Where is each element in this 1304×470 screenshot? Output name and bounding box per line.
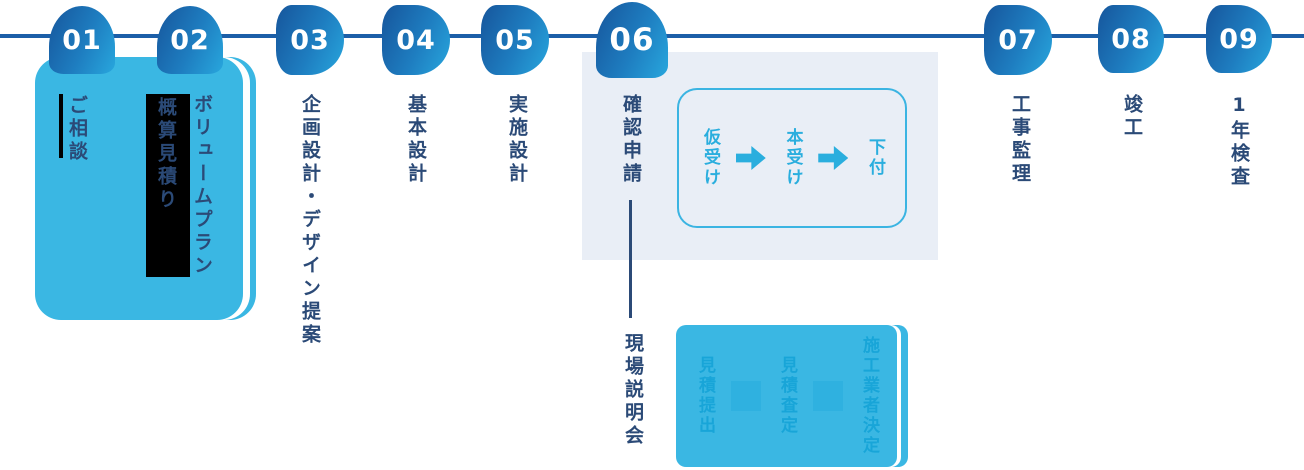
step-label-09: 1年検査 xyxy=(1228,94,1250,189)
black-patch xyxy=(59,94,63,158)
arrow-right-icon xyxy=(818,146,849,170)
step-label-08: 竣工 xyxy=(1121,94,1143,140)
step-badge-05: 05 xyxy=(481,5,549,75)
flow-item-kafu: 下付 xyxy=(865,138,885,178)
step-badge-08: 08 xyxy=(1098,5,1164,73)
approval-flow-box: 仮受け 本受け 下付 xyxy=(677,88,907,228)
bid-flow-box: 見積提出 見積査定 施工業者決定 xyxy=(676,325,908,467)
step-number: 02 xyxy=(170,24,210,56)
flow-item-karauke: 仮受け xyxy=(700,128,720,188)
step-label-01: ご相談 xyxy=(66,95,88,164)
arrow-placeholder-icon xyxy=(812,381,843,411)
highlight-box-face xyxy=(35,57,243,320)
step-number: 03 xyxy=(290,24,330,56)
step-badge-04: 04 xyxy=(382,5,450,75)
step-badge-03: 03 xyxy=(276,5,344,75)
arrow-right-icon xyxy=(735,146,766,170)
step-badge-06: 06 xyxy=(596,2,668,78)
step-number: 06 xyxy=(609,22,655,58)
step-label-02-secondary: 概算見積り xyxy=(155,97,177,212)
step-number: 05 xyxy=(495,24,535,56)
step-badge-07: 07 xyxy=(984,5,1052,75)
bid-item-decide: 施工業者決定 xyxy=(859,336,879,456)
site-briefing-label: 現場説明会 xyxy=(622,333,644,448)
step-badge-01: 01 xyxy=(49,6,115,74)
step-label-03: 企画設計・デザイン提案 xyxy=(299,94,321,347)
bid-item-assess: 見積査定 xyxy=(777,356,797,436)
flow-item-honuke: 本受け xyxy=(782,128,803,188)
step-label-04: 基本設計 xyxy=(405,94,427,186)
step-label-05: 実施設計 xyxy=(506,94,528,186)
step-label-06: 確認申請 xyxy=(620,94,642,186)
step-number: 04 xyxy=(396,24,436,56)
bid-flow-box-face: 見積提出 見積査定 施工業者決定 xyxy=(676,325,897,467)
step-number: 08 xyxy=(1111,23,1151,55)
step-number: 07 xyxy=(998,24,1038,56)
bid-item-submit: 見積提出 xyxy=(695,356,715,436)
step-badge-09: 09 xyxy=(1206,5,1272,73)
step-label-07: 工事監理 xyxy=(1009,94,1031,186)
step-label-02: ボリュームプラン xyxy=(191,94,213,278)
step-number: 01 xyxy=(62,24,102,56)
step-badge-02: 02 xyxy=(157,6,223,74)
connector-line xyxy=(629,200,632,318)
arrow-placeholder-icon xyxy=(730,381,761,411)
black-patch xyxy=(146,94,190,277)
step-number: 09 xyxy=(1219,23,1259,55)
